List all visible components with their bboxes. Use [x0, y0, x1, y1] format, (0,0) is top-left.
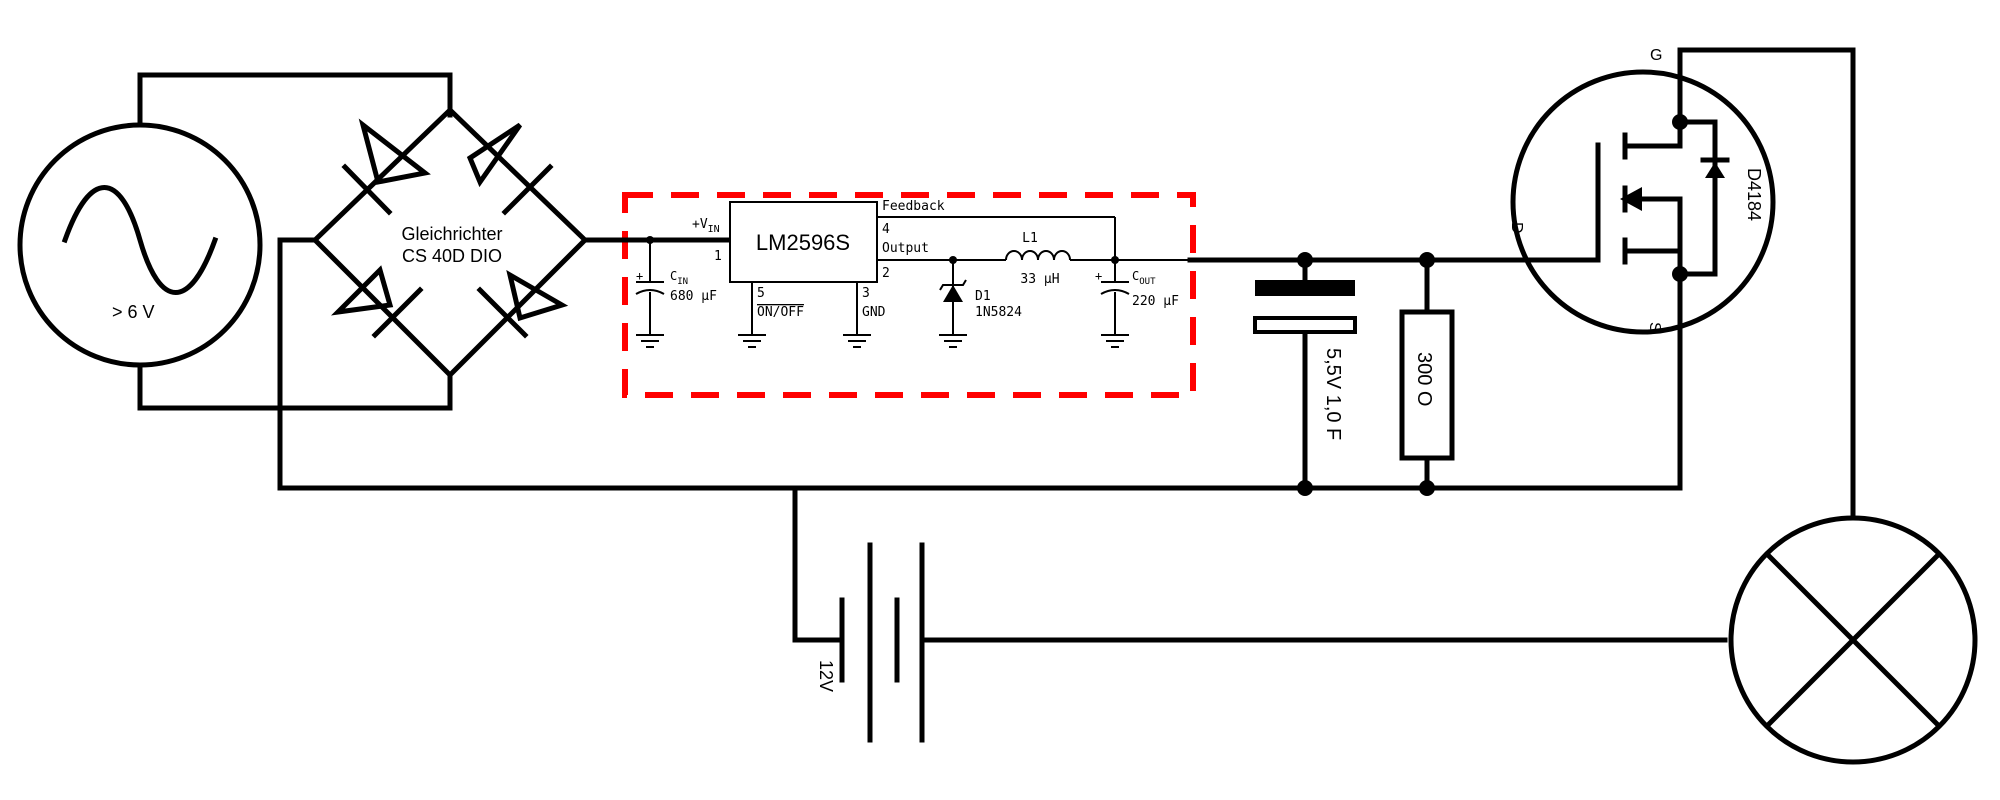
resistor-body	[1399, 309, 1455, 461]
ac-input-wires	[137, 72, 453, 411]
ground-icon	[1101, 334, 1129, 348]
mosfet-source-label: S	[1646, 322, 1663, 333]
cin-capacitor: + CIN 680 µF	[635, 269, 717, 304]
battery-label: 12V	[816, 660, 836, 692]
regulator-module-boundary	[622, 192, 1196, 398]
l1-value: 33 µH	[1020, 272, 1059, 287]
mosfet-part-label: D4184	[1744, 168, 1764, 221]
junction-dots	[1297, 252, 1435, 496]
feedback-label: Feedback	[882, 199, 945, 214]
mosfet: G D S D4184	[1508, 47, 1776, 335]
mosfet-arrow-icon	[1620, 187, 1642, 211]
d1-name: D1	[975, 289, 991, 304]
vin-label: +VIN	[692, 217, 720, 235]
cout-capacitor: + COUT 220 µF	[1095, 269, 1179, 309]
resistor: 300 O	[1399, 309, 1455, 461]
supercap-negative-plate	[1253, 316, 1357, 334]
rectifier-label-line2: CS 40D DIO	[402, 246, 502, 266]
pin-1-label: 1	[714, 249, 722, 264]
bridge-rectifier: Gleichrichter CS 40D DIO	[311, 106, 589, 379]
l1-inductor-icon: L1 33 µH	[1005, 231, 1071, 287]
diode-icon	[466, 122, 554, 216]
gnd-label: GND	[862, 305, 886, 320]
ac-source: > 6 V	[17, 122, 263, 368]
pin-3-label: 3	[862, 286, 870, 301]
pin-5-label: 5	[757, 286, 765, 301]
ground-icon	[636, 334, 664, 348]
cin-value: 680 µF	[670, 289, 717, 304]
rectifier-label-line1: Gleichrichter	[401, 224, 502, 244]
bridge-diamond	[311, 106, 589, 379]
body-diode-icon	[1705, 162, 1725, 178]
ground-icon	[738, 334, 766, 348]
d1-diode-icon: D1 1N5824	[939, 279, 1022, 320]
cout-value: 220 µF	[1132, 294, 1179, 309]
supercapacitor: 5,5V 1,0 F	[1253, 280, 1357, 440]
d1-part: 1N5824	[975, 305, 1022, 320]
lamp-icon	[1728, 515, 1978, 765]
sine-wave-icon	[61, 185, 219, 295]
mosfet-circle	[1510, 69, 1776, 335]
ground-icon	[843, 334, 871, 348]
lm2596s-chip	[729, 201, 878, 283]
ac-source-label: > 6 V	[112, 302, 155, 322]
svg-text:+: +	[1095, 269, 1102, 283]
regulator-circuit: LM2596S +VIN 1 Feedback 4 Output 2 5 ON/…	[635, 199, 1190, 348]
diode-icon	[341, 118, 431, 216]
ground-icon	[939, 334, 967, 348]
pin-2-label: 2	[882, 266, 890, 281]
mosfet-gate-label: G	[1650, 47, 1662, 64]
mosfet-drain-label: D	[1508, 222, 1525, 234]
output-label: Output	[882, 241, 929, 256]
supercap-positive-plate	[1255, 280, 1355, 296]
resistor-label: 300 O	[1413, 352, 1435, 406]
pin-4-label: 4	[882, 222, 890, 237]
svg-text:+: +	[636, 269, 643, 283]
diode-icon	[476, 269, 569, 339]
battery: 12V	[816, 542, 925, 743]
onoff-label: ON/OFF	[757, 305, 804, 320]
diode-icon	[330, 265, 424, 339]
l1-name: L1	[1022, 231, 1038, 246]
cin-name: CIN	[670, 269, 688, 287]
supercap-label: 5,5V 1,0 F	[1322, 348, 1344, 440]
cout-name: COUT	[1132, 269, 1156, 287]
chip-label: LM2596S	[756, 230, 850, 255]
main-wires	[277, 47, 1856, 643]
